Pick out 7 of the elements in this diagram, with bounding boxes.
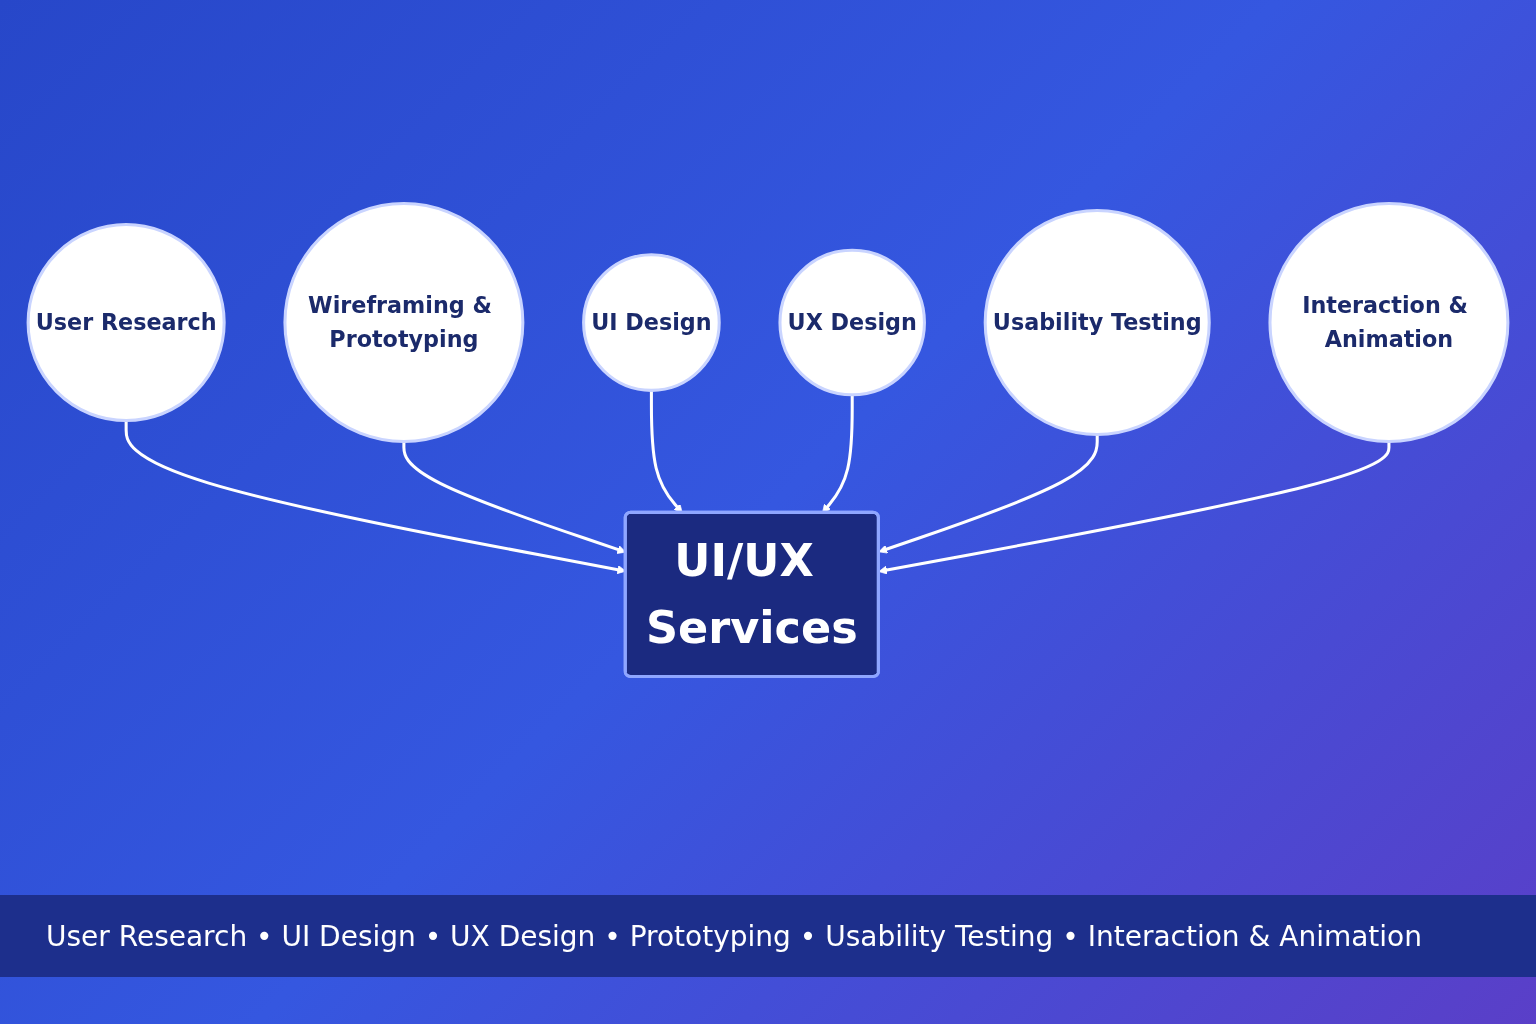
node-circle: UX Design xyxy=(778,248,926,397)
node-circle: Usability Testing xyxy=(983,209,1211,437)
node-circle: Wireframing & Prototyping xyxy=(283,202,525,444)
node-circle: Interaction & Animation xyxy=(1268,202,1510,444)
service-list-text: User Research • UI Design • UX Design • Prototyping • Usability Testing • Interaction & Animation xyxy=(46,919,1422,953)
node-circle: User Research xyxy=(26,223,226,423)
node-circle: UI Design xyxy=(582,253,721,392)
